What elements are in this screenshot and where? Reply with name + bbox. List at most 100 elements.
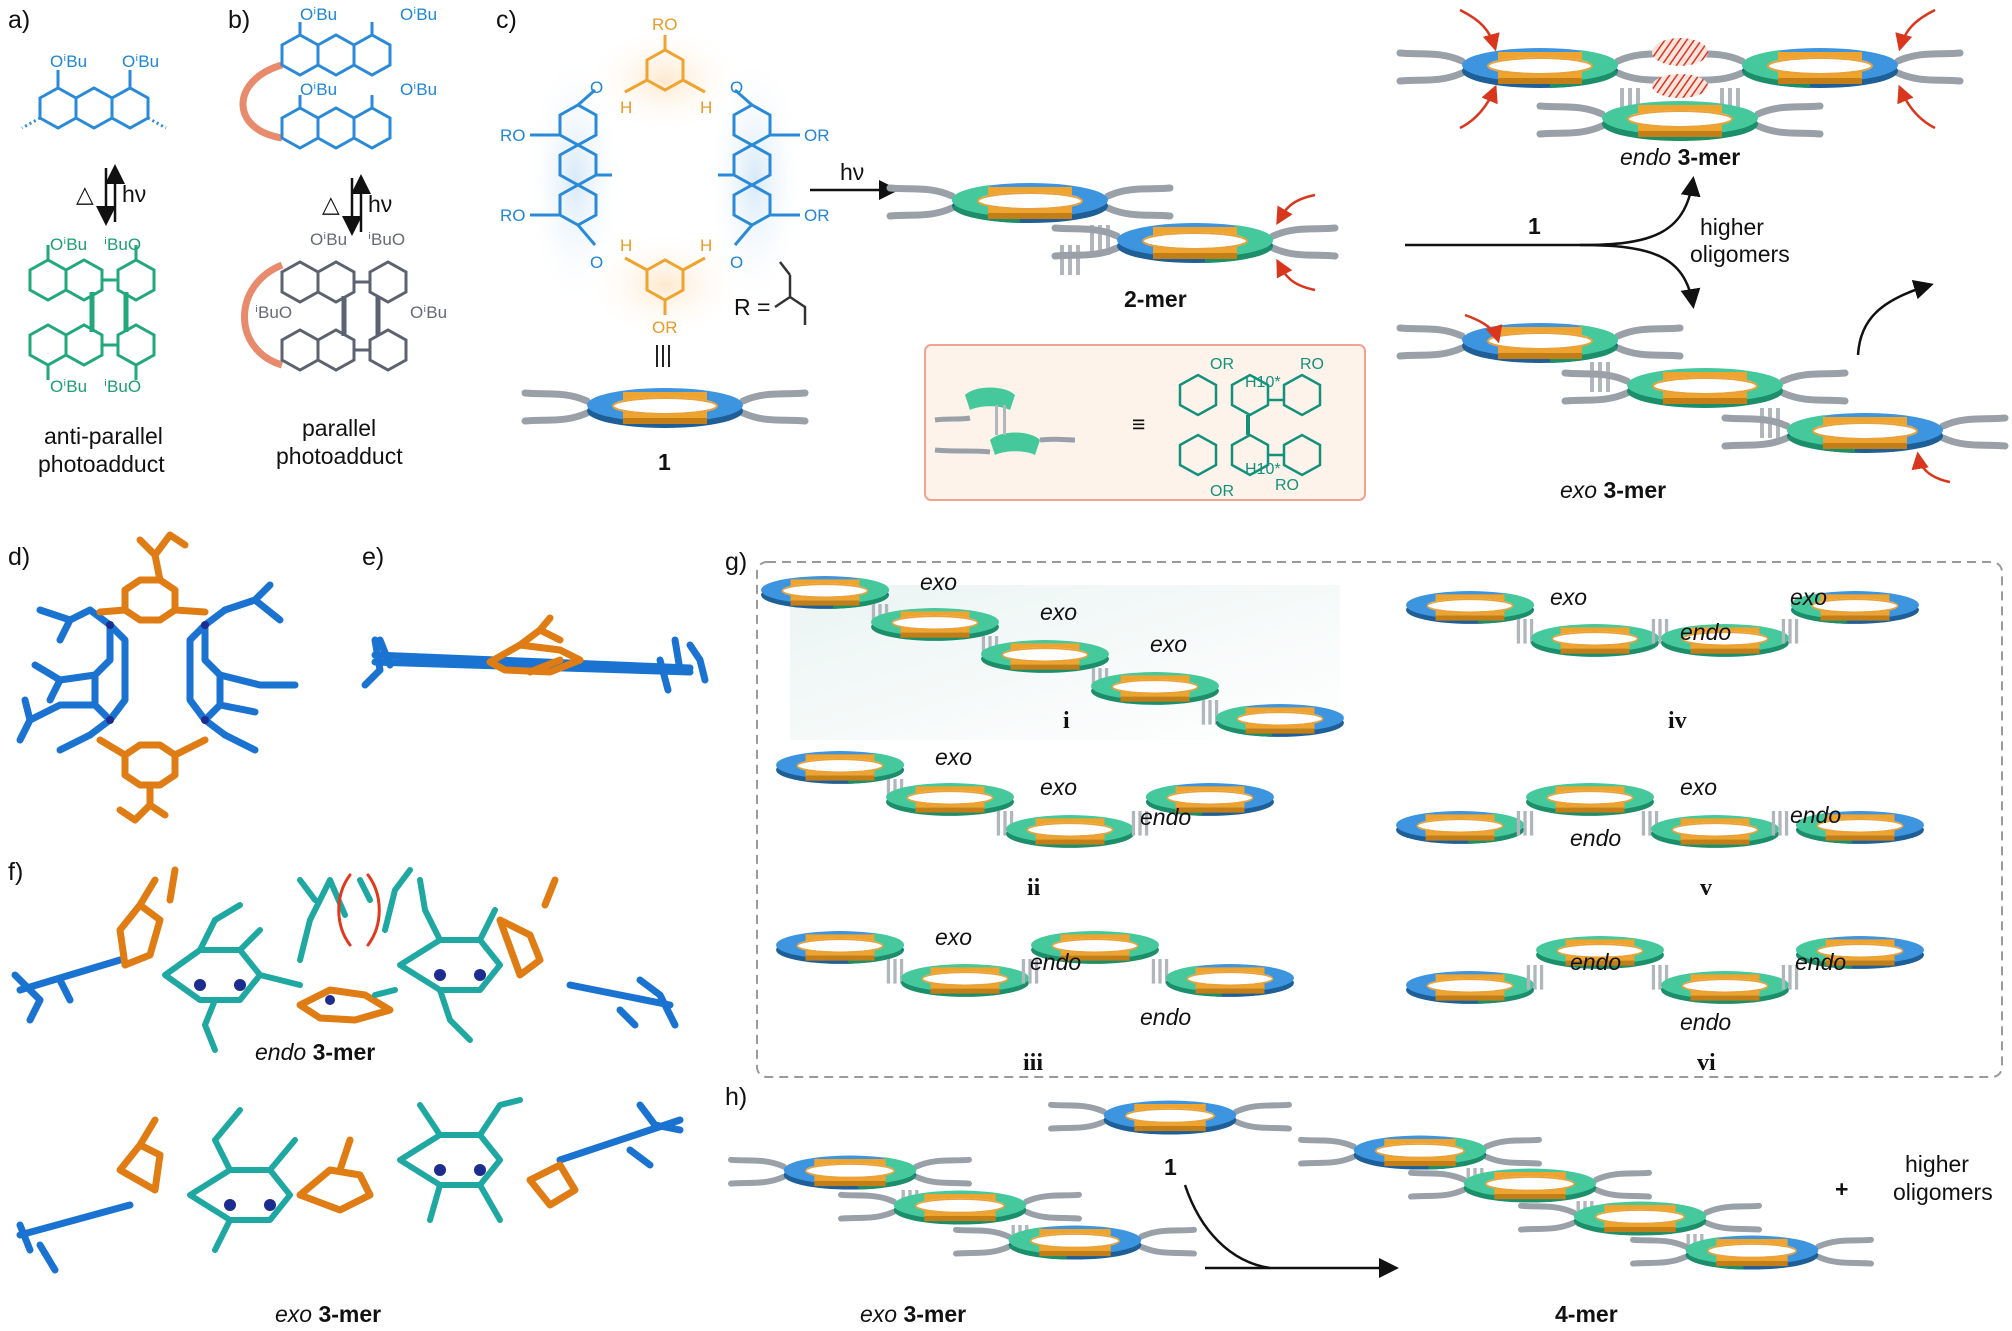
equivalence-mark: ||| <box>654 341 672 367</box>
obu-label: OⁱBu <box>50 235 87 254</box>
obu-label: OⁱBu <box>400 5 437 24</box>
monomer-1-cartoon <box>1051 1099 1289 1136</box>
isomer-numeral: vi <box>1697 1050 1716 1076</box>
oligomers-label: oligomers <box>1893 1179 1993 1205</box>
reagent-label: 1 <box>1528 213 1541 239</box>
caption-parallel: parallel <box>302 415 376 441</box>
panel-g: g) exo exo exo i exo <box>725 548 2003 1078</box>
isomer-iii: exo endo endo iii <box>775 924 1295 1076</box>
macrocycle-crystal-structure-side-view <box>361 614 709 694</box>
linkage-label: exo <box>920 569 957 595</box>
exo-trimer-model-label: exo 3-mer <box>275 1301 381 1327</box>
tethered-naphthyridine-dimer <box>280 22 392 150</box>
caption-anti-parallel: anti-parallel <box>44 423 163 449</box>
linkage-label: endo <box>1140 804 1191 830</box>
anti-parallel-photoadduct-structure <box>28 245 156 380</box>
panel-b: b) OⁱBu OⁱBu OⁱBu OⁱBu △ hν <box>228 5 447 469</box>
isomer-numeral: i <box>1063 708 1070 734</box>
r-definition: R = <box>734 294 770 320</box>
ro-label: RO <box>1300 356 1324 373</box>
panel-g-label: g) <box>725 548 747 576</box>
attack-arrow <box>1459 84 1498 130</box>
obu-label: OⁱBu <box>400 80 437 99</box>
exo-trimer-cartoon <box>1400 313 2005 484</box>
linkage-label: endo <box>1570 949 1621 975</box>
obu-label: OⁱBu <box>50 52 87 71</box>
isomer-ii: exo exo endo ii <box>775 744 1275 901</box>
panel-a-label: a) <box>8 6 30 34</box>
linkage-label: exo <box>1680 774 1717 800</box>
obu-label: OⁱBu <box>300 80 337 99</box>
obu-label: OⁱBu <box>122 52 159 71</box>
isomer-iv: exo endo exo iv <box>1405 584 1920 734</box>
isomer-numeral: v <box>1700 875 1712 901</box>
reagent-label: 1 <box>1164 1154 1177 1180</box>
ibuo-label: ⁱBuO <box>104 235 141 254</box>
dimer-label: 2-mer <box>1124 286 1187 312</box>
panel-f-label: f) <box>8 858 23 886</box>
linkage-label: endo <box>1790 802 1841 828</box>
light-symbol: hν <box>368 191 392 217</box>
attack-arrow <box>1895 8 1936 52</box>
h10-label: H10* <box>1245 374 1281 391</box>
monomer-1-cartoon <box>525 387 805 429</box>
ro-label: RO <box>500 206 526 225</box>
or-label: OR <box>804 126 830 145</box>
linkage-label: exo <box>1040 774 1077 800</box>
attack-arrow <box>1464 313 1503 344</box>
isomer-v: endo exo endo v <box>1395 774 1925 901</box>
o-label: O <box>590 78 603 97</box>
nh-label: H <box>620 98 632 117</box>
caption-photoadduct: photoadduct <box>38 451 165 477</box>
linkage-label: exo <box>1790 584 1827 610</box>
dimer-cartoon <box>890 182 1335 292</box>
isomer-numeral: iv <box>1668 708 1687 734</box>
oligomer-arrow <box>1856 280 1934 356</box>
heat-symbol: △ <box>322 191 340 217</box>
tetramer-label: 4-mer <box>1555 1301 1618 1327</box>
hv-label: hν <box>840 159 864 185</box>
steric-clash-marker <box>1652 74 1708 98</box>
obu-label: OⁱBu <box>410 303 447 322</box>
panel-b-label: b) <box>228 6 250 34</box>
ro-label: RO <box>500 126 526 145</box>
steric-clash-icon <box>337 873 381 947</box>
nh-label: H <box>700 236 712 255</box>
tether-linker <box>239 61 284 142</box>
plus-sign: + <box>1835 1176 1848 1202</box>
reaction-curve <box>1183 1184 1271 1270</box>
panel-e-label: e) <box>362 543 384 571</box>
heat-symbol: △ <box>76 181 94 207</box>
linkage-label: endo <box>1140 1004 1191 1030</box>
panel-d: d) <box>8 531 299 824</box>
ibuo-label: ⁱBuO <box>104 377 141 396</box>
attack-arrow <box>1276 258 1316 292</box>
endo-trimer-label: endo 3-mer <box>1620 144 1740 170</box>
branch-arrow-endo <box>1579 176 1701 247</box>
panel-d-label: d) <box>8 543 30 571</box>
linkage-label: endo <box>1795 949 1846 975</box>
attack-arrow <box>1459 8 1500 52</box>
panel-c-label: c) <box>496 6 517 34</box>
linkage-label: exo <box>935 744 972 770</box>
exo-trimer-cartoon <box>731 1154 1194 1261</box>
caption-photoadduct: photoadduct <box>276 443 403 469</box>
monomer-label: 1 <box>658 449 671 475</box>
panel-a: a) OⁱBu OⁱBu △ hν <box>8 6 167 477</box>
panel-c: c) <box>496 6 2005 503</box>
obu-label: OⁱBu <box>300 5 337 24</box>
macrocycle-structure <box>525 25 805 340</box>
tether-linker <box>241 261 284 369</box>
or-label: OR <box>1210 356 1234 373</box>
obu-label: OⁱBu <box>310 230 347 249</box>
h10-label: H10* <box>1245 461 1281 478</box>
macrocycle-crystal-structure-top-view <box>16 531 299 824</box>
isomer-box <box>756 561 2003 1078</box>
nh-label: H <box>700 98 712 117</box>
attack-arrow <box>1897 84 1936 130</box>
exo-trimer-label: exo 3-mer <box>1560 477 1666 503</box>
o-label: O <box>730 253 743 272</box>
or-label: OR <box>804 206 830 225</box>
linkage-label: endo <box>1030 949 1081 975</box>
panel-h: h) 1 exo 3-mer 4-mer + higher <box>725 1083 1993 1327</box>
